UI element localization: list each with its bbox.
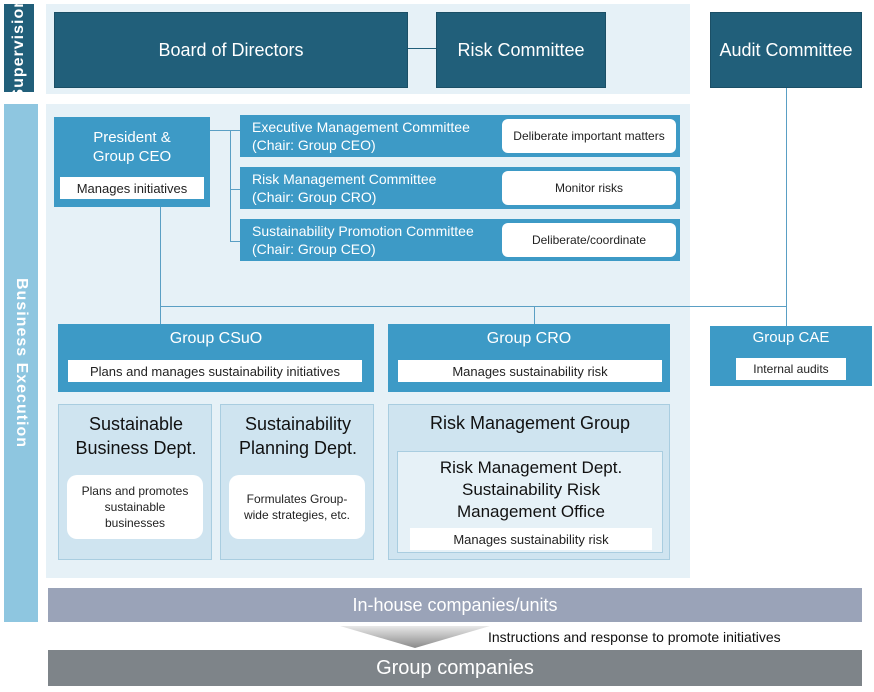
supervision-side-bar: Supervision: [4, 0, 34, 99]
committee-name: Risk Management Committee: [252, 171, 437, 187]
sustainability-planning-dept-box: Sustainability Planning Dept. Formulates…: [220, 404, 374, 560]
committee-chair: (Chair: Group CEO): [252, 241, 376, 257]
president-title: President & Group CEO: [54, 127, 210, 167]
board-of-directors-box: Board of Directors: [54, 12, 408, 88]
board-risk-connector: [408, 48, 436, 49]
instructions-label: Instructions and response to promote ini…: [488, 629, 781, 645]
sustainability-promotion-committee-box: Sustainability Promotion Committee (Chai…: [240, 219, 680, 261]
sustainable-business-dept-box: Sustainable Business Dept. Plans and pro…: [58, 404, 212, 560]
business-execution-side-bar: Business Execution: [4, 104, 38, 622]
risk-dept-box: Risk Management Dept. Sustainability Ris…: [397, 451, 663, 553]
group-companies-label: Group companies: [376, 656, 534, 679]
cro-role-box: Manages sustainability risk: [398, 360, 662, 382]
risk-group-title: Risk Management Group: [429, 412, 631, 433]
cro-role: Manages sustainability risk: [452, 363, 608, 379]
committee-role-box: Monitor risks: [502, 171, 676, 205]
inhouse-companies-bar: In-house companies/units: [48, 588, 862, 622]
risk-dept-role-box: Manages sustainability risk: [410, 528, 652, 550]
president-role-box: Manages initiatives: [60, 177, 204, 199]
audit-committee-label: Audit Committee: [719, 39, 853, 60]
committee-name: Sustainability Promotion Committee: [252, 223, 474, 239]
dept-role-box: Plans and promotes sustainable businesse…: [67, 475, 203, 539]
committee-name: Executive Management Committee: [252, 119, 470, 135]
cae-role: Internal audits: [753, 362, 829, 376]
committee-role: Deliberate/coordinate: [531, 233, 647, 247]
president-title-line2: Group CEO: [92, 148, 172, 165]
dept-role-box: Formulates Group- wide strategies, etc.: [229, 475, 365, 539]
csuo-role: Plans and manages sustainability initiat…: [89, 363, 341, 379]
president-role: Manages initiatives: [76, 180, 188, 196]
committee-role: Monitor risks: [554, 181, 623, 195]
risk-management-group-box: Risk Management Group Risk Management De…: [388, 404, 670, 560]
cro-title: Group CRO: [486, 330, 572, 347]
president-ceo-box: President & Group CEO Manages initiative…: [54, 117, 210, 207]
president-title-line1: President &: [93, 129, 171, 146]
cae-role-box: Internal audits: [736, 358, 846, 380]
risk-dept-role: Manages sustainability risk: [453, 531, 609, 547]
committee-role: Deliberate important matters: [513, 129, 665, 143]
business-execution-label: Business Execution: [13, 277, 30, 449]
board-label: Board of Directors: [158, 39, 304, 60]
risk-committee-box: Risk Committee: [436, 12, 606, 88]
committee-chair: (Chair: Group CRO): [252, 189, 377, 205]
dept-title: Sustainability Planning Dept.: [238, 414, 358, 458]
executive-management-committee-box: Executive Management Committee (Chair: G…: [240, 115, 680, 157]
csuo-role-box: Plans and manages sustainability initiat…: [68, 360, 362, 382]
committee-role-box: Deliberate important matters: [502, 119, 676, 153]
risk-dept-title: Risk Management Dept. Sustainability Ris…: [439, 458, 623, 521]
group-cae-box: Group CAE Internal audits: [710, 326, 872, 386]
committee-role-box: Deliberate/coordinate: [502, 223, 676, 257]
down-arrow-icon: [340, 626, 490, 648]
audit-committee-box: Audit Committee: [710, 12, 862, 88]
csuo-title: Group CSuO: [169, 330, 263, 347]
risk-management-committee-box: Risk Management Committee (Chair: Group …: [240, 167, 680, 209]
group-csuo-box: Group CSuO Plans and manages sustainabil…: [58, 324, 374, 392]
dept-title: Sustainable Business Dept.: [75, 414, 197, 458]
risk-committee-label: Risk Committee: [457, 39, 585, 60]
cae-title: Group CAE: [752, 328, 830, 346]
committee-chair: (Chair: Group CEO): [252, 137, 376, 153]
group-companies-bar: Group companies: [48, 650, 862, 686]
supervision-label: Supervision: [10, 0, 27, 100]
inhouse-label: In-house companies/units: [352, 594, 558, 615]
group-cro-box: Group CRO Manages sustainability risk: [388, 324, 670, 392]
